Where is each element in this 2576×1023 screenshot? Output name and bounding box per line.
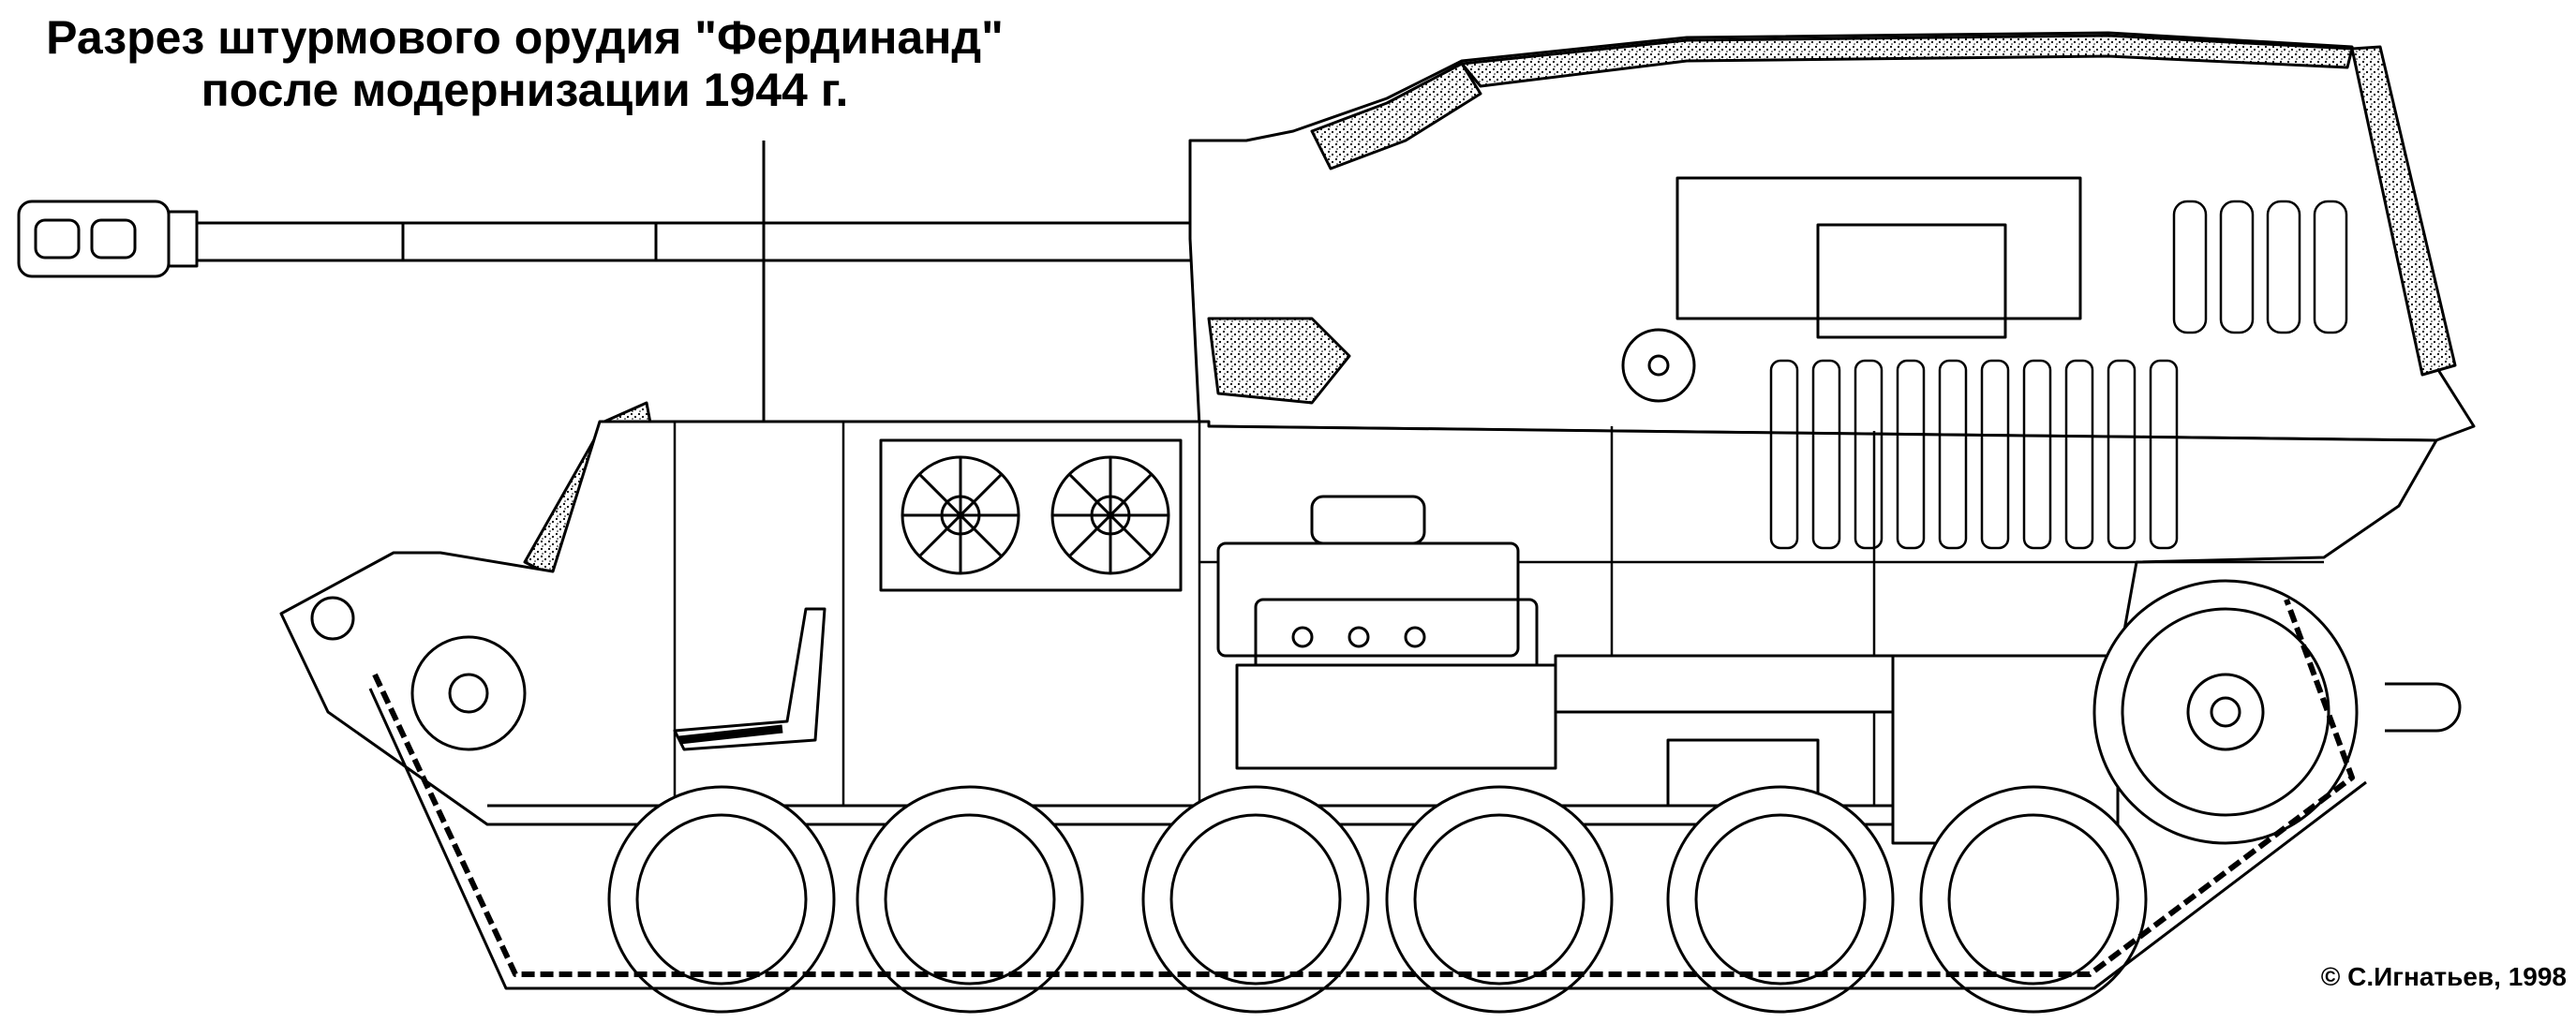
casemate-front-armor	[1310, 62, 1482, 170]
rear-tow-hook	[2385, 682, 2462, 733]
mantlet-armor	[1207, 317, 1351, 405]
casemate-roof-armor	[1460, 34, 2354, 88]
copyright-notice: © С.Игнатьев, 1998	[2320, 962, 2567, 991]
engines	[1216, 495, 1557, 770]
front-tow-hook	[310, 596, 355, 641]
road-wheels	[607, 785, 2148, 1014]
title-line-2: после модернизации 1944 г.	[201, 64, 849, 116]
drive-sprocket	[2092, 579, 2359, 845]
track	[372, 598, 2355, 977]
idler-wheel	[410, 635, 527, 751]
title-line-1: Разрез штурмового орудия "Фердинанд"	[46, 11, 1004, 64]
ammo-rack	[1769, 200, 2348, 550]
gun-breech	[1621, 176, 2082, 403]
radiator-fans	[879, 438, 1183, 592]
gun-barrel	[17, 200, 1295, 316]
casemate-rear-armor	[2350, 45, 2457, 377]
